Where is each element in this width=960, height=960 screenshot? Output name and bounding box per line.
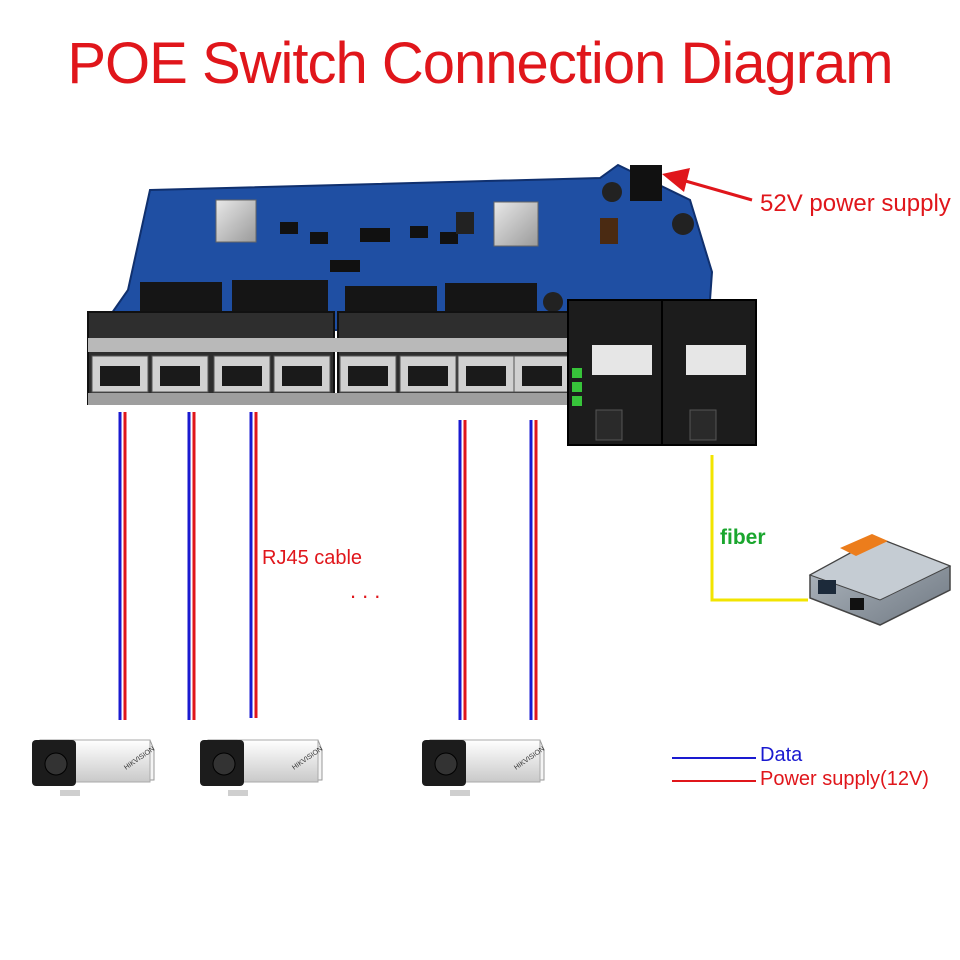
- ellipsis-label: ...: [350, 578, 387, 603]
- power-arrow: [662, 168, 753, 202]
- status-led: [572, 368, 582, 406]
- transformer: [140, 282, 222, 316]
- fiber-module: [567, 299, 663, 446]
- heatsink-1: [215, 199, 257, 243]
- page-title: POE Switch Connection Diagram: [67, 31, 893, 96]
- rj45-cable-label: RJ45 cable: [262, 547, 363, 569]
- rj45-port: [399, 355, 457, 393]
- rj45-port: [513, 355, 571, 393]
- legend-power-label: Power supply(12V): [760, 768, 929, 790]
- camera: [422, 739, 545, 796]
- fiber-label: fiber: [720, 526, 766, 549]
- transformer: [232, 280, 328, 314]
- capacitor-2: [672, 213, 694, 235]
- rj45-port: [339, 355, 397, 393]
- rj45-cable: [458, 420, 467, 720]
- capacitor-3: [543, 292, 563, 312]
- rj45-cable: [118, 412, 127, 720]
- heatsink-2: [493, 201, 539, 247]
- media-converter: [808, 534, 952, 626]
- capacitor-1: [602, 182, 622, 202]
- rj45-port: [151, 355, 209, 393]
- rj45-port: [91, 355, 149, 393]
- power-jack: [630, 165, 662, 201]
- fiber-line: [710, 455, 808, 602]
- camera: [32, 739, 155, 796]
- rj45-cable: [529, 420, 538, 720]
- rj45-port: [273, 355, 331, 393]
- rj45-cable: [249, 412, 258, 718]
- fiber-module: [661, 299, 757, 446]
- camera: [200, 739, 323, 796]
- rj45-port: [457, 355, 515, 393]
- rj45-port: [213, 355, 271, 393]
- rj45-cable: [187, 412, 196, 720]
- legend-data-label: Data: [760, 744, 803, 766]
- power-supply-label: 52V power supply: [760, 190, 951, 217]
